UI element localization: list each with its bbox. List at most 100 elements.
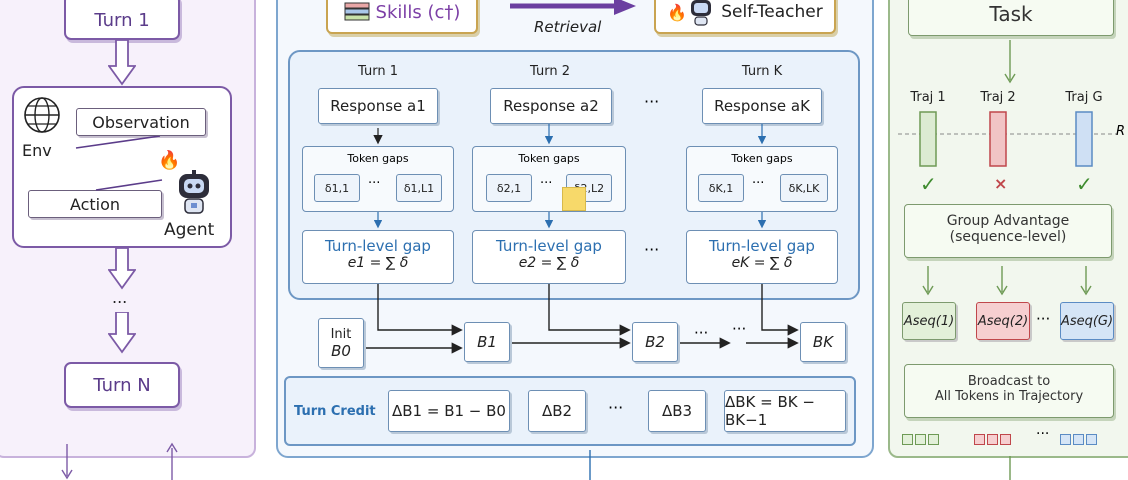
token-gaps-label-1: Token gaps xyxy=(347,152,409,165)
turn-1-label: Turn 1 xyxy=(94,9,150,31)
highlight-note xyxy=(562,187,586,211)
turn-gap-2: Turn-level gap e2 = ∑ δ xyxy=(472,230,626,284)
init-b0-box: Init B0 xyxy=(318,318,364,368)
delta-k-lk-label: δK,LK xyxy=(788,181,820,195)
globe-icon xyxy=(24,97,60,133)
advantage-arrows xyxy=(922,266,1092,296)
turn-gap-1: Turn-level gap e1 = ∑ δ xyxy=(302,230,454,284)
delta-k-lk: δK,LK xyxy=(780,174,828,202)
delta-1-1: δ1,1 xyxy=(314,174,360,202)
response-ak-label: Response aK xyxy=(714,97,810,115)
token-squares-green xyxy=(902,430,941,449)
action-box: Action xyxy=(28,190,162,218)
delta-ellipsis-2: ··· xyxy=(540,176,553,191)
broadcast-box: Broadcast to All Tokens in Trajectory xyxy=(904,364,1114,418)
response-ak-box: Response aK xyxy=(702,88,822,124)
observation-label: Observation xyxy=(92,112,190,132)
token-squares-dots: ··· xyxy=(1036,426,1050,442)
delta-1-1-label: δ1,1 xyxy=(324,181,350,195)
token-gaps-label-2: Token gaps xyxy=(518,152,580,165)
response-a1-box: Response a1 xyxy=(318,88,438,124)
delta-1-l1: δ1,L1 xyxy=(396,174,442,202)
self-teacher-label: Self-Teacher xyxy=(721,2,823,22)
response-a2-label: Response a2 xyxy=(503,97,599,115)
b1-box: B1 xyxy=(464,322,510,362)
left-io-arrows xyxy=(61,442,178,480)
agent-label: Agent xyxy=(164,220,215,240)
down-arrow-2 xyxy=(108,248,136,290)
book-stack-icon xyxy=(344,2,370,21)
turn-1-header: Turn 1 xyxy=(358,64,398,79)
aseq-1-box: Aseq(1) xyxy=(902,302,956,340)
delta-ellipsis-k: ··· xyxy=(752,176,765,191)
turn-2-header: Turn 2 xyxy=(530,64,570,79)
right-output-line xyxy=(1009,456,1011,480)
turn-credit-label: Turn Credit xyxy=(294,404,376,419)
credit-k-box: ΔBK = BK − BK−1 xyxy=(724,390,846,432)
check-icon-2: ✓ xyxy=(1076,172,1093,196)
delta-2-1: δ2,1 xyxy=(486,174,532,202)
turn-gap-k-title: Turn-level gap xyxy=(709,237,815,255)
trajectory-chart xyxy=(898,40,1118,167)
chain-dots-2: ··· xyxy=(732,320,747,338)
self-teacher-box: 🔥 Self-Teacher xyxy=(654,0,836,34)
flow-arrows xyxy=(366,124,799,480)
response-a1-label: Response a1 xyxy=(330,97,426,115)
task-label: Task xyxy=(989,2,1033,26)
chain-dots-1: ··· xyxy=(694,324,709,342)
turn-gap-2-formula: e2 = ∑ δ xyxy=(518,255,580,271)
broadcast-sub: All Tokens in Trajectory xyxy=(934,389,1084,404)
b2-box: B2 xyxy=(632,322,678,362)
credit-1-box: ΔB1 = B1 − B0 xyxy=(388,390,510,432)
turn-gap-1-formula: e1 = ∑ δ xyxy=(347,255,409,271)
credit-2-label: ΔB2 xyxy=(541,402,573,420)
credit-k-label: ΔBK = BK − BK−1 xyxy=(725,393,815,429)
group-advantage-box: Group Advantage (sequence-level) xyxy=(904,204,1112,258)
turn-ellipsis: ... xyxy=(112,288,128,307)
token-gaps-label-k: Token gaps xyxy=(731,152,793,165)
turn-gap-k-formula: eK = ∑ δ xyxy=(731,255,793,271)
broadcast-label: Broadcast to xyxy=(967,374,1051,389)
aseq-g-label: Aseq(G) xyxy=(1060,313,1114,329)
b1-label: B1 xyxy=(477,333,497,351)
observation-box: Observation xyxy=(76,108,206,136)
check-icon-1: ✓ xyxy=(920,172,937,196)
delta-1-l1-label: δ1,L1 xyxy=(403,181,435,195)
turn-gap-k: Turn-level gap eK = ∑ δ xyxy=(686,230,838,284)
bk-label: BK xyxy=(812,333,834,351)
skills-box: Skills (c†) xyxy=(326,0,478,34)
aseq-dots: ··· xyxy=(1036,310,1051,328)
credit-3-box: ΔB3 xyxy=(648,390,706,432)
traj-g-label: Traj G xyxy=(1065,90,1103,105)
fire-icon: 🔥 xyxy=(667,2,688,22)
fire-icon: 🔥 xyxy=(158,150,181,171)
token-squares-red xyxy=(974,430,1013,449)
credit-2-box: ΔB2 xyxy=(528,390,586,432)
delta-k-1: δK,1 xyxy=(698,174,744,202)
b0-label: B0 xyxy=(331,341,351,360)
turn-1-box: Turn 1 xyxy=(64,0,180,40)
reward-threshold-label: R xyxy=(1116,124,1126,139)
aseq-2-box: Aseq(2) xyxy=(976,302,1030,340)
cross-icon: × xyxy=(994,174,1008,193)
aseq-1-label: Aseq(1) xyxy=(903,313,955,329)
retrieval-arrow xyxy=(510,0,636,15)
turn-n-label: Turn N xyxy=(93,374,151,396)
task-box: Task xyxy=(908,0,1114,36)
gap-dots: ··· xyxy=(644,240,660,259)
action-label: Action xyxy=(69,194,121,214)
credit-dots: ··· xyxy=(608,398,624,417)
down-arrow-1 xyxy=(108,40,136,86)
bk-box: BK xyxy=(800,322,846,362)
response-a2-box: Response a2 xyxy=(490,88,612,124)
skills-label: Skills (c†) xyxy=(375,1,461,23)
env-label: Env xyxy=(22,141,52,160)
delta-k-1-label: δK,1 xyxy=(708,181,734,195)
aseq-2-label: Aseq(2) xyxy=(977,313,1029,329)
aseq-g-box: Aseq(G) xyxy=(1060,302,1114,340)
b2-label: B2 xyxy=(645,333,665,351)
group-advantage-label: Group Advantage xyxy=(946,213,1070,229)
response-dots: ··· xyxy=(644,92,660,111)
group-advantage-sub: (sequence-level) xyxy=(949,229,1067,245)
retrieval-label: Retrieval xyxy=(534,18,602,36)
